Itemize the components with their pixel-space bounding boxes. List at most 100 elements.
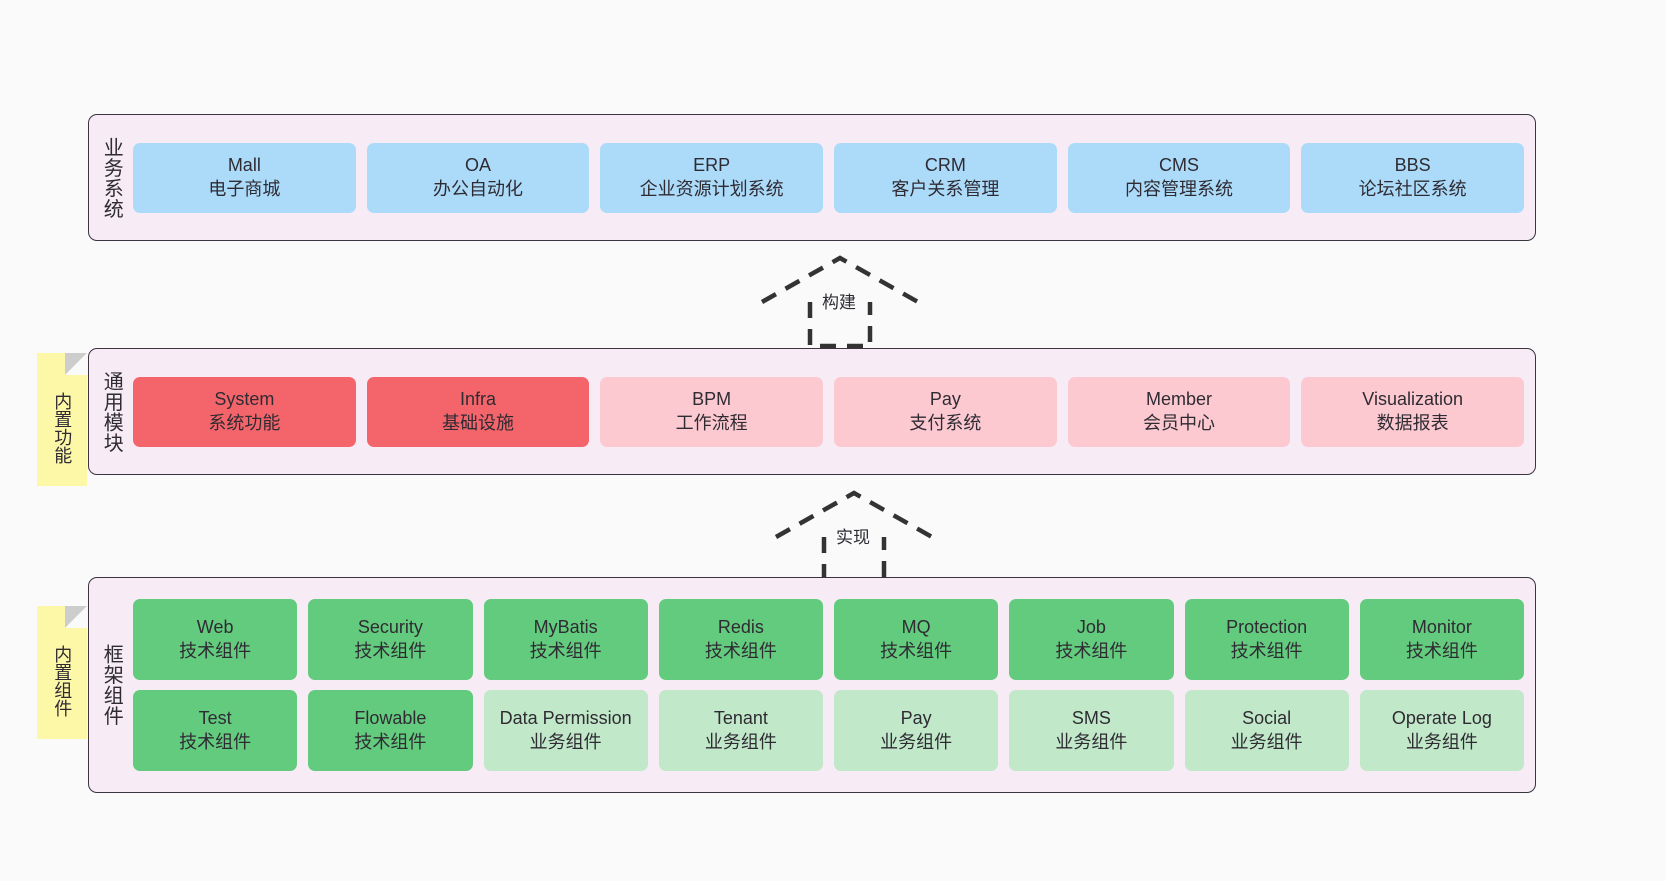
module-name-en: Redis [717, 617, 764, 638]
module-name-en: Infra [459, 389, 496, 410]
module-name-en: CRM [924, 155, 966, 176]
module-name-en: SMS [1071, 708, 1111, 729]
module-name-cn: 基础设施 [441, 412, 514, 433]
module-name-cn: 技术组件 [1055, 640, 1128, 661]
layer-title-business: 业务系统 [100, 136, 123, 219]
module-name-cn: 技术组件 [529, 640, 602, 661]
module-name-en: Test [198, 708, 232, 729]
module-card[interactable]: Flowable 技术组件 [308, 690, 473, 771]
module-card[interactable]: System 系统功能 [133, 376, 356, 447]
module-name-en: MyBatis [533, 617, 598, 638]
note-builtin-components: 内置组件 [37, 606, 87, 739]
module-card[interactable]: BBS 论坛社区系统 [1301, 142, 1524, 213]
module-name-cn: 技术组件 [1230, 640, 1303, 661]
module-name-en: Social [1242, 708, 1292, 729]
module-card[interactable]: Visualization 数据报表 [1301, 376, 1524, 447]
layer-framework-components: 框架组件 Web 技术组件 Security 技术组件 MyBatis 技术组件… [88, 577, 1536, 793]
module-name-en: Mall [227, 155, 261, 176]
note-builtin-features: 内置功能 [37, 353, 87, 486]
module-name-en: Protection [1226, 617, 1308, 638]
module-name-cn: 业务组件 [1405, 731, 1478, 752]
module-name-en: ERP [693, 155, 731, 176]
module-card[interactable]: ERP 企业资源计划系统 [600, 142, 823, 213]
arrow-build-icon [760, 255, 920, 349]
module-card[interactable]: Protection 技术组件 [1184, 599, 1349, 680]
note-text: 内置组件 [52, 644, 73, 717]
module-card[interactable]: OA 办公自动化 [366, 142, 590, 213]
module-name-en: Data Permission [499, 708, 632, 729]
layer-business-systems: 业务系统 Mall 电子商城 OA 办公自动化 ERP 企业资源计划系统 CRM… [88, 114, 1536, 241]
module-card[interactable]: Test 技术组件 [133, 690, 298, 771]
module-name-cn: 系统功能 [208, 412, 281, 433]
module-name-en: Monitor [1411, 617, 1472, 638]
module-name-cn: 业务组件 [1055, 731, 1128, 752]
module-name-en: Operate Log [1391, 708, 1492, 729]
generalization-arrow-implement: 实现 [766, 485, 942, 585]
layer-title-framework: 框架组件 [100, 644, 123, 726]
layer-common-modules: 通用模块 System 系统功能 Infra 基础设施 BPM 工作流程 Pay… [88, 348, 1536, 475]
arrow-label-build: 构建 [820, 288, 858, 313]
module-name-cn: 业务组件 [880, 731, 953, 752]
layer-body-framework: Web 技术组件 Security 技术组件 MyBatis 技术组件 Redi… [133, 587, 1524, 783]
module-card[interactable]: Security 技术组件 [308, 599, 473, 680]
module-name-cn: 电子商城 [208, 178, 281, 199]
module-name-cn: 工作流程 [675, 412, 748, 433]
module-name-en: Pay [900, 708, 932, 729]
module-name-cn: 数据报表 [1376, 412, 1449, 433]
module-card[interactable]: Member 会员中心 [1067, 376, 1291, 447]
module-name-en: Web [196, 617, 234, 638]
module-card[interactable]: MyBatis 技术组件 [483, 599, 648, 680]
module-card[interactable]: Infra 基础设施 [366, 376, 590, 447]
module-card[interactable]: Web 技术组件 [133, 599, 298, 680]
module-name-cn: 会员中心 [1142, 412, 1215, 433]
module-name-cn: 支付系统 [909, 412, 982, 433]
module-card[interactable]: Job 技术组件 [1009, 599, 1174, 680]
module-name-cn: 技术组件 [704, 640, 777, 661]
module-name-en: BBS [1394, 155, 1431, 176]
module-name-en: Pay [929, 389, 961, 410]
module-name-cn: 论坛社区系统 [1358, 178, 1467, 199]
module-card[interactable]: Tenant 业务组件 [658, 690, 823, 771]
layer-title-common: 通用模块 [100, 370, 123, 453]
module-card[interactable]: Operate Log 业务组件 [1359, 690, 1524, 771]
module-card[interactable]: Mall 电子商城 [133, 142, 356, 213]
module-name-cn: 业务组件 [704, 731, 777, 752]
module-name-cn: 技术组件 [179, 640, 252, 661]
module-name-cn: 客户关系管理 [891, 178, 1000, 199]
module-name-en: MQ [901, 617, 931, 638]
module-name-en: System [214, 389, 275, 410]
module-name-cn: 技术组件 [354, 731, 427, 752]
module-name-en: Visualization [1362, 389, 1464, 410]
note-text: 内置功能 [52, 391, 73, 464]
layer-body-business: Mall 电子商城 OA 办公自动化 ERP 企业资源计划系统 CRM 客户关系… [133, 124, 1524, 231]
module-name-cn: 内容管理系统 [1124, 178, 1233, 199]
module-name-en: Tenant [713, 708, 768, 729]
module-card[interactable]: Pay 支付系统 [834, 376, 1057, 447]
module-card[interactable]: Redis 技术组件 [658, 599, 823, 680]
module-name-cn: 技术组件 [880, 640, 953, 661]
module-name-cn: 办公自动化 [432, 178, 523, 199]
module-name-en: Member [1145, 389, 1212, 410]
module-card[interactable]: BPM 工作流程 [600, 376, 823, 447]
module-card[interactable]: MQ 技术组件 [834, 599, 999, 680]
generalization-arrow-build: 构建 [752, 250, 928, 350]
module-name-cn: 技术组件 [179, 731, 252, 752]
layer-body-common: System 系统功能 Infra 基础设施 BPM 工作流程 Pay 支付系统… [133, 358, 1524, 465]
module-name-en: BPM [692, 389, 732, 410]
arrow-implement-icon [774, 490, 934, 584]
module-card[interactable]: Pay 业务组件 [834, 690, 999, 771]
module-name-en: Job [1076, 617, 1106, 638]
module-name-en: CMS [1158, 155, 1199, 176]
module-card[interactable]: CMS 内容管理系统 [1067, 142, 1291, 213]
module-name-cn: 企业资源计划系统 [639, 178, 784, 199]
module-card[interactable]: CRM 客户关系管理 [834, 142, 1057, 213]
arrow-label-implement: 实现 [834, 523, 872, 548]
module-name-cn: 业务组件 [1230, 731, 1303, 752]
module-card[interactable]: Monitor 技术组件 [1359, 599, 1524, 680]
module-card[interactable]: Social 业务组件 [1184, 690, 1349, 771]
module-name-en: Security [357, 617, 423, 638]
module-card[interactable]: Data Permission 业务组件 [483, 690, 648, 771]
module-name-cn: 技术组件 [1405, 640, 1478, 661]
module-card[interactable]: SMS 业务组件 [1009, 690, 1174, 771]
